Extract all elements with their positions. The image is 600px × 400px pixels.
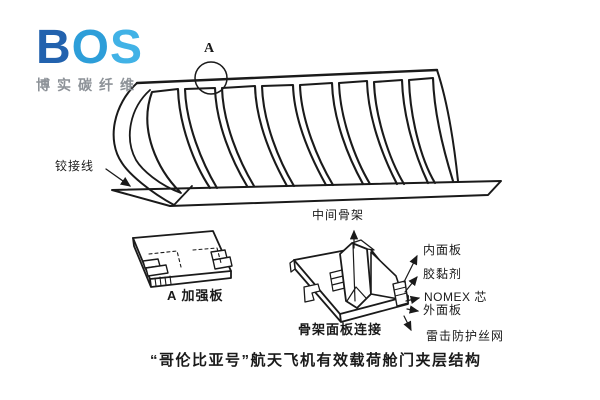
plate-hidden-line-right (192, 247, 222, 264)
logo-subtitle: 博实碳纤维 (36, 77, 141, 93)
bay-opening (337, 79, 399, 186)
bay-opening (183, 86, 249, 190)
hinge-strip-shape (111, 180, 502, 207)
hinge-line-arrow (105, 168, 132, 187)
plate-thickness-edges (132, 237, 232, 288)
center-web-notch (346, 286, 367, 302)
top-rail-line (135, 68, 439, 85)
nomex-core-label: NOMEX 芯 (424, 290, 487, 304)
logo-letter-o: O (71, 21, 111, 74)
bay-opening (260, 83, 328, 188)
plate-step-block-left-lower (145, 264, 169, 277)
bay-opening (372, 78, 430, 186)
bos-logo: BOS 博实碳纤维 (36, 24, 143, 95)
outer-panel-label: 外面板 (423, 303, 463, 317)
inner-panel-arrow (403, 254, 418, 283)
lightning-mesh-label: 雷击防护丝网 (426, 329, 505, 343)
middle-frame-label: 中间骨架 (312, 208, 365, 222)
logo-letter-s: S (110, 21, 144, 74)
rib-bays (146, 76, 455, 194)
right-end-outer-curve (436, 69, 459, 182)
outer-panel-arrow (406, 305, 420, 314)
hinge-line-label: 铰接线 (55, 159, 95, 173)
plate-edge-hatches (154, 275, 172, 287)
inner-panel-label: 内面板 (423, 243, 463, 257)
bos-logo-letters: BOS (36, 24, 143, 72)
plate-hidden-line-left (148, 250, 182, 268)
reinforcement-plate-drawing (132, 230, 233, 288)
frame-panel-connection-label: 骨架面板连接 (298, 322, 383, 337)
bay-opening (146, 87, 212, 194)
logo-letter-b: B (36, 21, 72, 74)
left-end-fold-line (173, 185, 193, 206)
center-web-ridge-line (352, 243, 356, 302)
bay-opening (407, 76, 455, 185)
plate-step-block-right-lower (212, 256, 233, 270)
bay-opening (220, 84, 289, 188)
left-end-outer-curve (112, 82, 175, 206)
detail-a-marker: A (204, 41, 216, 56)
payload-bay-door-drawing (105, 61, 502, 207)
adhesive-label: 胶黏剂 (423, 267, 463, 281)
joint-left-end-cap (289, 259, 296, 273)
lightning-mesh-arrow (403, 315, 412, 332)
laminate-layer-lines (393, 286, 408, 297)
reinforcement-plate-label: A 加强板 (167, 288, 224, 303)
adhesive-arrow (404, 276, 418, 293)
joint-step-feature (303, 283, 321, 303)
detail-a-circle (194, 61, 228, 95)
bay-opening (298, 81, 365, 187)
nomex-core-arrow (405, 295, 421, 304)
left-end-inner-curve (129, 89, 182, 194)
figure-caption: “哥伦比亚号”航天飞机有效载荷舱门夹层结构 (150, 352, 482, 369)
sandwich-joint-drawing (289, 229, 421, 332)
